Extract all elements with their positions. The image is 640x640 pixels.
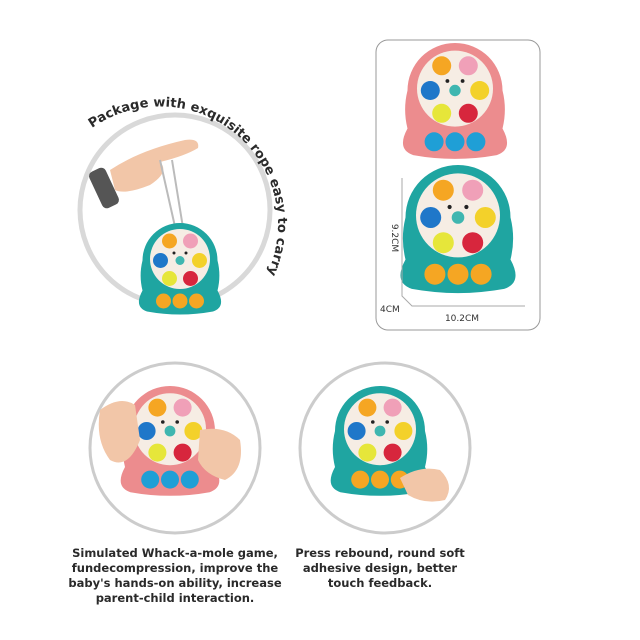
caption-line: adhesive design, better: [302, 561, 458, 575]
bubble: [432, 103, 452, 123]
eye: [460, 79, 465, 83]
eye: [184, 251, 188, 255]
bottom-bubble: [445, 132, 465, 152]
caption-line: touch feedback.: [327, 576, 433, 590]
caption-line: Simulated Whack-a-mole game,: [72, 546, 278, 560]
finger-illustration: [400, 468, 449, 502]
bubble: [458, 56, 478, 76]
bubble: [148, 443, 167, 462]
bottom-bubble: [351, 470, 370, 489]
bubble: [358, 398, 377, 417]
teal-toy: [400, 165, 516, 294]
bubble: [432, 56, 452, 76]
bottom-bubble: [424, 132, 444, 152]
caption-right: Press rebound, round soft adhesive desig…: [260, 546, 500, 591]
bottom-bubble: [189, 293, 204, 309]
center-bubble: [164, 425, 176, 437]
teal-toy-pressed: [330, 386, 430, 496]
hands-illustration: [98, 401, 241, 480]
center-bubble: [449, 84, 461, 97]
caption-line: parent-child interaction.: [95, 591, 255, 605]
width-label: 10.2CM: [445, 314, 479, 324]
eye: [371, 420, 375, 424]
bubble: [347, 422, 366, 440]
bubble: [474, 207, 496, 228]
bubble: [462, 179, 484, 201]
bubble: [420, 207, 442, 228]
bubble: [383, 398, 402, 417]
bubble: [184, 422, 203, 440]
bubble: [470, 81, 490, 100]
bubble: [420, 81, 440, 100]
bubble: [183, 233, 198, 249]
bottom-bubble: [161, 470, 179, 489]
bottom-bubble: [466, 132, 486, 152]
pink-toy-in-hands: [120, 386, 220, 496]
bubble: [153, 253, 168, 268]
depth-label: 4CM: [380, 305, 400, 315]
bottom-bubble: [172, 293, 188, 309]
bottom-bubble: [447, 263, 469, 285]
eye: [161, 420, 165, 424]
caption-left: Simulated Whack-a-mole game, fundecompre…: [55, 546, 295, 606]
caption-line: baby's hands-on ability, increase: [68, 576, 282, 590]
bubble: [358, 443, 377, 462]
bubble: [137, 422, 156, 440]
teal-toy-hanging: [138, 223, 222, 315]
pink-toy: [402, 42, 508, 159]
bubble: [432, 232, 454, 254]
bubble: [173, 398, 192, 417]
bubble: [162, 271, 177, 286]
dimension-lines: [401, 178, 525, 307]
caption-line: Press rebound, round soft: [295, 546, 465, 560]
center-bubble: [374, 425, 386, 437]
height-label: 9.2CM: [389, 224, 399, 252]
bubble: [432, 179, 454, 201]
bubble: [162, 233, 177, 249]
caption-line: fundecompression, improve the: [71, 561, 279, 575]
eye: [447, 204, 452, 210]
bubble: [383, 443, 402, 462]
bottom-bubble: [141, 470, 160, 489]
bubble: [148, 398, 167, 417]
eye: [445, 79, 450, 83]
bottom-bubble: [424, 263, 446, 285]
bottom-bubble: [180, 470, 199, 489]
bottom-bubble: [371, 470, 389, 489]
bubble: [462, 232, 484, 254]
bubble: [192, 253, 207, 268]
eye: [172, 251, 176, 255]
bottom-bubble: [470, 263, 492, 285]
center-bubble: [175, 256, 185, 265]
bottom-bubble: [156, 293, 171, 309]
center-bubble: [451, 211, 465, 224]
bubble: [458, 103, 478, 123]
eye: [385, 420, 389, 424]
eye: [175, 420, 179, 424]
eye: [464, 204, 469, 210]
bubble: [183, 271, 198, 286]
bubble: [394, 422, 413, 440]
bubble: [173, 443, 192, 462]
